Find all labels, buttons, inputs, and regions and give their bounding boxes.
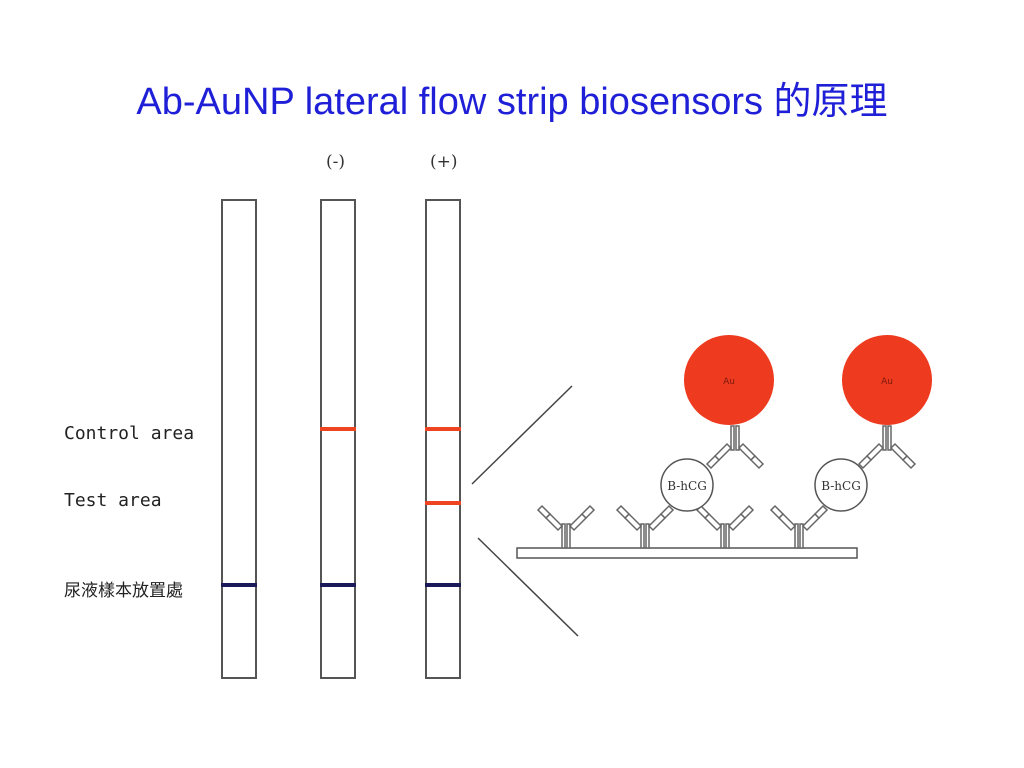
gold-nanoparticle-1 [684, 335, 774, 425]
test-area-label: Test area [64, 490, 162, 511]
membrane-base [516, 547, 858, 559]
capture-antibody [616, 505, 674, 549]
sample-line [221, 583, 257, 587]
control-area-label: Control area [64, 423, 195, 444]
antigen-circle-2 [814, 458, 868, 512]
test-line [425, 501, 461, 505]
antigen-label-1: B-hCG [667, 479, 707, 493]
capture-antibody [537, 505, 595, 549]
zoom-line-top [471, 385, 573, 485]
gold-nanoparticle-2 [842, 335, 932, 425]
detection-antibody [858, 425, 916, 469]
strip-positive [425, 199, 461, 679]
capture-antibody [770, 505, 828, 549]
sample-area-label: 尿液樣本放置處 [64, 581, 183, 601]
antigen-circle-1 [660, 458, 714, 512]
gold-label-1: Au [723, 377, 735, 387]
slide-title: Ab-AuNP lateral flow strip biosensors 的原… [136, 81, 888, 123]
detection-antibody [706, 425, 764, 469]
negative-sign-label: (-) [326, 152, 346, 172]
strip-negative [320, 199, 356, 679]
sample-line [425, 583, 461, 587]
positive-sign-label: (+) [430, 152, 458, 172]
control-line [320, 427, 356, 431]
zoom-line-bottom [477, 537, 579, 637]
strip-blank [221, 199, 257, 679]
capture-antibody [696, 505, 754, 549]
antigen-label-2: B-hCG [821, 479, 861, 493]
gold-label-2: Au [881, 377, 893, 387]
sample-line [320, 583, 356, 587]
control-line [425, 427, 461, 431]
